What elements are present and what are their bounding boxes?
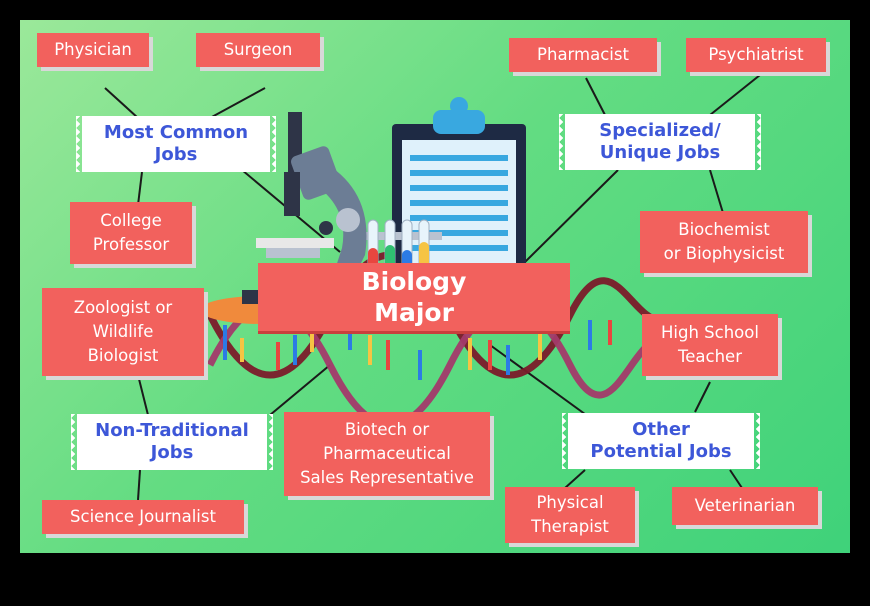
job-psychiatrist: Psychiatrist	[686, 38, 826, 72]
job-pharmacist: Pharmacist	[509, 38, 657, 72]
job-biochemist-or-biophysicist: Biochemist or Biophysicist	[640, 211, 808, 273]
category-line: Non-Traditional	[95, 420, 249, 442]
center-line-1: Biology	[361, 266, 467, 296]
category-line: Potential Jobs	[590, 441, 732, 462]
job-line: Pharmacist	[537, 45, 629, 65]
line-non-traditional	[269, 364, 331, 416]
line-surgeon	[209, 87, 266, 119]
line-pharmacist	[585, 77, 606, 116]
job-line: Professor	[92, 235, 170, 254]
line-therapist	[564, 469, 586, 489]
center-line-2: Major	[374, 298, 454, 327]
line-veterinarian	[729, 469, 743, 489]
line-journalist	[137, 469, 141, 501]
job-veterinarian: Veterinarian	[672, 487, 818, 525]
category-line: Jobs	[150, 442, 194, 463]
job-line: Surgeon	[223, 40, 293, 60]
category-specialized-unique-jobs: Specialized/Unique Jobs	[559, 114, 755, 170]
category-line: Unique Jobs	[599, 142, 721, 163]
job-line: Pharmaceutical	[323, 444, 451, 464]
line-zoologist	[137, 374, 149, 416]
category-line: Specialized/	[599, 120, 721, 142]
job-line: Veterinarian	[694, 496, 796, 516]
job-line: Biochemist	[678, 220, 770, 240]
job-line: Science Journalist	[70, 507, 216, 527]
job-line: Psychiatrist	[708, 45, 804, 65]
job-physician: Physician	[37, 33, 149, 67]
job-line: or Biophysicist	[663, 244, 785, 263]
category-line: Jobs	[154, 144, 198, 165]
job-science-journalist: Science Journalist	[42, 500, 244, 534]
job-line: Physical	[536, 493, 604, 513]
line-teacher	[694, 381, 711, 413]
line-psychiatrist	[709, 74, 761, 116]
line-specialized	[524, 169, 619, 263]
line-biochemist	[709, 169, 724, 214]
center-banner-biology-major: Biology Major	[258, 263, 570, 331]
job-line: Therapist	[531, 517, 609, 536]
job-line: Biologist	[87, 345, 159, 365]
line-professor	[137, 171, 143, 206]
job-line: Zoologist or	[73, 298, 173, 318]
job-surgeon: Surgeon	[196, 33, 320, 67]
category-line: Most Common	[103, 122, 249, 144]
category-line: Other	[632, 419, 690, 441]
job-line: High School	[661, 323, 759, 343]
job-line: College	[100, 211, 162, 231]
line-physician	[104, 87, 139, 119]
job-line: Teacher	[677, 347, 742, 366]
job-line: Biotech or	[344, 420, 430, 440]
job-line: Wildlife	[92, 322, 154, 342]
job-line: Sales Representative	[300, 467, 474, 487]
job-line: Physician	[54, 40, 132, 60]
